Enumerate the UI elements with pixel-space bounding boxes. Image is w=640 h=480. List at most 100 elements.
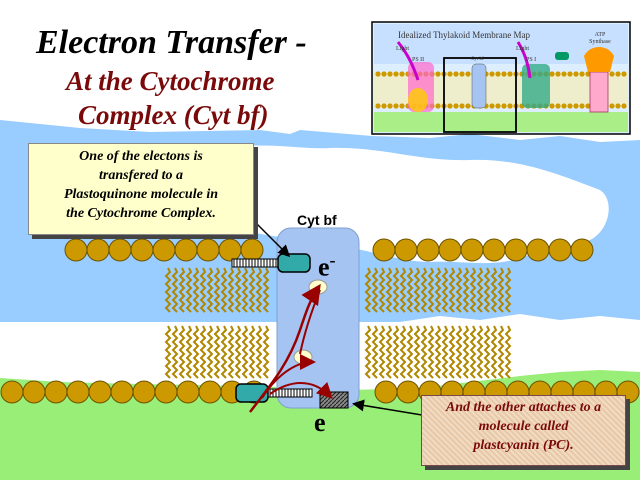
lipid-tail	[192, 325, 200, 379]
lipid-tail	[220, 267, 228, 313]
lipid-head	[66, 380, 90, 404]
lipid-tail	[462, 325, 470, 379]
lipid-tail	[448, 267, 456, 313]
lipid-heads	[0, 238, 640, 404]
lipid-tail	[504, 325, 512, 379]
lipid-tail	[262, 267, 270, 313]
inset-highlight-box	[443, 57, 517, 133]
inset-atp-synthase-label: ATP Synthase	[585, 32, 615, 46]
lipid-tail	[476, 267, 484, 313]
lipid-head	[396, 380, 420, 404]
lipid-tail	[192, 267, 200, 313]
lipid-head	[86, 238, 110, 262]
lipid-tail	[171, 267, 179, 313]
electron-path-to-top-pq	[299, 289, 321, 355]
lipid-tail	[434, 325, 442, 379]
page-title-line-3: Complex (Cyt bf)	[78, 100, 269, 130]
inset-atp-line1: ATP	[594, 32, 606, 38]
electron-symbol-top: e	[318, 252, 330, 282]
lipid-tail	[441, 325, 449, 379]
lipid-tail	[185, 325, 193, 379]
lipid-tail	[441, 267, 449, 313]
lipid-tail	[406, 325, 414, 379]
lipid-tail	[504, 267, 512, 313]
lipid-head	[130, 238, 154, 262]
callout-top-line: the Cytochrome Complex.	[66, 206, 216, 221]
inset-atp-line2: Synthase	[589, 39, 611, 45]
electron-label-bottom: e	[314, 408, 326, 437]
lipid-head	[176, 380, 200, 404]
lipid-head	[44, 380, 68, 404]
lipid-head	[196, 238, 220, 262]
lipid-tail	[469, 325, 477, 379]
lipid-tail	[427, 325, 435, 379]
lipid-head	[504, 238, 528, 262]
lipid-tail	[234, 325, 242, 379]
lipid-tail	[399, 267, 407, 313]
lipid-head	[154, 380, 178, 404]
lipid-tail	[490, 267, 498, 313]
lipid-tail	[371, 325, 379, 379]
lipid-head	[22, 380, 46, 404]
lipid-tail	[164, 267, 172, 313]
inset-title: Idealized Thylakoid Membrane Map	[398, 30, 531, 40]
lipid-head	[64, 238, 88, 262]
callout-plastoquinone: One of the electons is transfered to a P…	[28, 143, 254, 235]
lipid-tail	[227, 267, 235, 313]
page-title-line-1: Electron Transfer -	[36, 24, 307, 61]
lipid-tails	[164, 267, 512, 379]
lipid-tail	[371, 267, 379, 313]
lipid-head	[460, 238, 484, 262]
lipid-tail	[220, 325, 228, 379]
electron-charge-top: -	[329, 250, 336, 270]
plastoquinone-top	[231, 253, 311, 273]
lipid-tail	[469, 267, 477, 313]
callout-bottom-line: plastcyanin (PC).	[473, 438, 574, 453]
lipid-head	[394, 238, 418, 262]
lipid-tail	[364, 325, 372, 379]
lipid-tail	[455, 325, 463, 379]
callout-top-line: Plastoquinone molecule in	[63, 187, 218, 202]
lipid-tail	[171, 325, 179, 379]
lipid-head	[198, 380, 222, 404]
lipid-tail	[392, 267, 400, 313]
callout-bottom-line: And the other attaches to a	[445, 400, 602, 415]
lipid-tail	[185, 267, 193, 313]
lipid-tail	[248, 267, 256, 313]
lipid-tail	[241, 267, 249, 313]
lipid-tail	[213, 325, 221, 379]
lipid-head	[482, 238, 506, 262]
lipid-tail	[462, 267, 470, 313]
inset-ps2-label: PS II	[412, 57, 425, 63]
lipid-tail	[241, 325, 249, 379]
plastocyanin	[319, 391, 349, 409]
electron-label-top: e-	[318, 250, 336, 283]
lipid-tail	[399, 325, 407, 379]
callout-plastocyanin: And the other attaches to a molecule cal…	[421, 395, 626, 466]
lipid-tail	[255, 267, 263, 313]
lipid-tail	[406, 267, 414, 313]
lipid-tail	[248, 325, 256, 379]
page-title-line-2: At the Cytochrome	[66, 66, 275, 96]
lipid-tail	[378, 325, 386, 379]
lipid-head	[218, 238, 242, 262]
lipid-tail	[497, 325, 505, 379]
lipid-head	[174, 238, 198, 262]
lipid-tail	[227, 325, 235, 379]
lipid-tail	[420, 325, 428, 379]
lipid-tail	[476, 325, 484, 379]
lipid-tail	[178, 325, 186, 379]
lipid-head	[526, 238, 550, 262]
lipid-head	[570, 238, 594, 262]
lipid-tail	[164, 325, 172, 379]
inset-membrane-map	[371, 21, 631, 135]
lipid-tail	[199, 325, 207, 379]
lipid-tail	[206, 267, 214, 313]
lipid-head	[372, 238, 396, 262]
lipid-head	[110, 380, 134, 404]
inset-cytbf-label: Cyt bf	[471, 57, 484, 62]
lipid-tail	[262, 325, 270, 379]
lipid-tail	[483, 325, 491, 379]
callout-top-line: One of the electons is	[79, 149, 203, 164]
lipid-head	[240, 238, 264, 262]
